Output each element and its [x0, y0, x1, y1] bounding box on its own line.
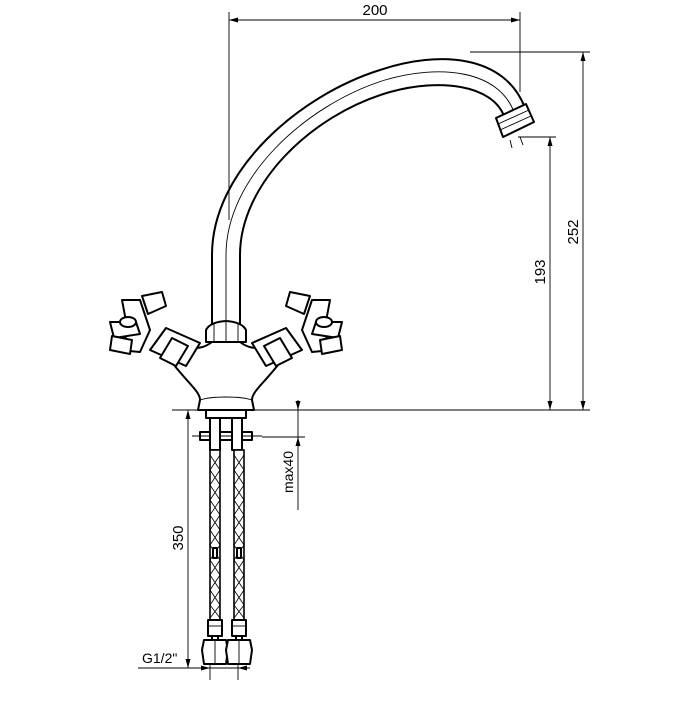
- flexible-hoses: [209, 449, 245, 621]
- spout-nut: [205, 320, 247, 343]
- dimension-193-label: 193: [532, 259, 549, 284]
- faucet: [109, 58, 535, 665]
- right-cross-handle: [251, 291, 343, 367]
- hose-fittings: [201, 619, 253, 665]
- aerator: [495, 103, 535, 149]
- dimension-max40-label: max40: [280, 451, 296, 493]
- left-cross-handle: [109, 291, 201, 367]
- dimension-252-label: 252: [565, 219, 582, 244]
- thread-size-label: G1/2": [142, 650, 177, 666]
- mounting-hardware: [192, 409, 262, 451]
- dimension-350-label: 350: [170, 525, 187, 550]
- dimension-200-label: 200: [362, 2, 387, 19]
- spout: [211, 58, 526, 326]
